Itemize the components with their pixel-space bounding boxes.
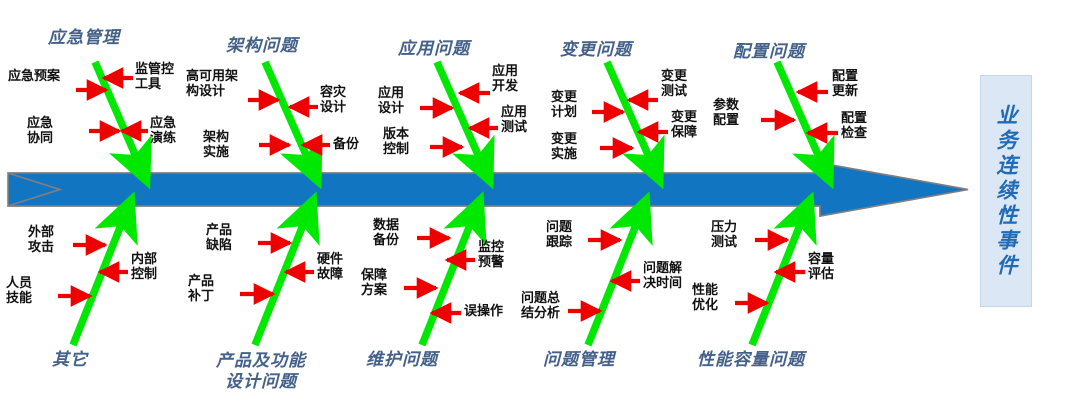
cause-label-configuration-update: 配置更新 xyxy=(832,69,859,99)
cause-label-backup: 备份 xyxy=(333,137,360,152)
branch-arrow-emergency xyxy=(91,60,152,190)
cause-label-problem-tracking: 问题跟踪 xyxy=(546,220,573,250)
category-title-performance-capacity: 性能容量问题 xyxy=(697,350,805,370)
cause-label-hardware-failure: 硬件故障 xyxy=(317,252,344,282)
cause-label-emergency-plan: 应急预案 xyxy=(8,69,61,84)
cause-arrows-top-4 xyxy=(592,89,668,159)
category-title-emergency-mgmt: 应急管理 xyxy=(48,28,120,48)
cause-label-capacity-assessment: 容量评估 xyxy=(808,252,835,282)
cause-arrows-bottom-1 xyxy=(58,234,128,307)
effect-head-label: 业务连续性事件 xyxy=(994,103,1019,279)
cause-label-supervision-tool: 监管控工具 xyxy=(135,62,175,92)
branch-arrow-application xyxy=(433,60,495,190)
cause-label-change-assurance: 变更保障 xyxy=(671,110,698,140)
cause-arrows-bottom-4 xyxy=(568,229,640,322)
cause-label-application-testing: 应用测试 xyxy=(501,105,528,135)
branch-arrow-change xyxy=(603,60,665,190)
cause-label-change-plan: 变更计划 xyxy=(551,90,578,120)
cause-arrows-top-5 xyxy=(761,81,838,144)
branch-arrow-product xyxy=(251,191,320,347)
effect-head-box: 业务连续性事件 xyxy=(980,75,1032,307)
cause-arrows-bottom-5 xyxy=(735,229,805,314)
branch-arrow-configuration xyxy=(773,60,835,190)
branch-arrow-problem-mgmt xyxy=(584,191,653,347)
cause-label-product-patch: 产品补丁 xyxy=(188,274,215,304)
cause-label-configuration-check: 配置检查 xyxy=(841,111,868,141)
category-title-application: 应用问题 xyxy=(398,39,470,59)
cause-arrows-bottom-2 xyxy=(240,232,314,305)
spine-arrow xyxy=(7,162,969,217)
cause-label-stress-test: 压力测试 xyxy=(711,220,738,250)
cause-label-performance-optimization: 性能优化 xyxy=(692,283,719,313)
cause-label-application-development: 应用开发 xyxy=(492,64,519,94)
cause-label-emergency-coordination: 应急协同 xyxy=(27,116,54,146)
cause-label-architecture-implementation: 架构实施 xyxy=(203,130,230,160)
category-title-change: 变更问题 xyxy=(560,40,632,60)
category-title-product-function-design: 产品及功能设计问题 xyxy=(216,351,306,393)
cause-label-problem-resolution-time: 问题解决时间 xyxy=(643,261,683,291)
bottom-branch-arrows xyxy=(69,191,817,347)
branch-arrow-maintenance xyxy=(418,191,487,347)
cause-label-monitoring-alert: 监控预警 xyxy=(478,240,505,270)
cause-label-external-attack: 外部攻击 xyxy=(28,225,55,255)
branch-arrow-performance xyxy=(748,191,817,347)
cause-label-application-design: 应用设计 xyxy=(378,86,405,116)
cause-label-parameter-configuration: 参数配置 xyxy=(713,98,740,128)
cause-label-product-defect: 产品缺陷 xyxy=(206,223,233,253)
cause-arrows-top-3 xyxy=(420,82,498,158)
cause-label-version-control: 版本控制 xyxy=(383,127,410,157)
cause-label-change-implementation: 变更实施 xyxy=(551,132,578,162)
cause-label-assurance-plan: 保障方案 xyxy=(361,268,388,298)
cause-arrows-bottom-3 xyxy=(404,227,475,324)
category-title-problem-management: 问题管理 xyxy=(543,350,615,370)
cause-arrows-top-2 xyxy=(248,89,330,156)
cause-label-emergency-drill: 应急演练 xyxy=(150,116,177,146)
cause-label-problem-summary-analysis: 问题总结分析 xyxy=(521,291,561,321)
cause-label-change-testing: 变更测试 xyxy=(661,69,688,99)
cause-label-data-backup: 数据备份 xyxy=(373,218,400,248)
category-title-other: 其它 xyxy=(52,350,88,370)
branch-arrow-architecture xyxy=(261,60,323,190)
cause-label-disaster-recovery-design: 容灾设计 xyxy=(320,85,347,115)
category-title-architecture: 架构问题 xyxy=(226,36,298,56)
category-title-configuration: 配置问题 xyxy=(733,42,805,62)
cause-label-ha-architecture-design: 高可用架构设计 xyxy=(186,69,239,99)
branch-arrow-other xyxy=(69,191,138,347)
cause-label-mis-operation: 误操作 xyxy=(464,304,504,319)
cause-label-personnel-skill: 人员技能 xyxy=(6,276,33,306)
cause-label-internal-control: 内部控制 xyxy=(131,252,158,282)
category-title-maintenance: 维护问题 xyxy=(366,350,438,370)
